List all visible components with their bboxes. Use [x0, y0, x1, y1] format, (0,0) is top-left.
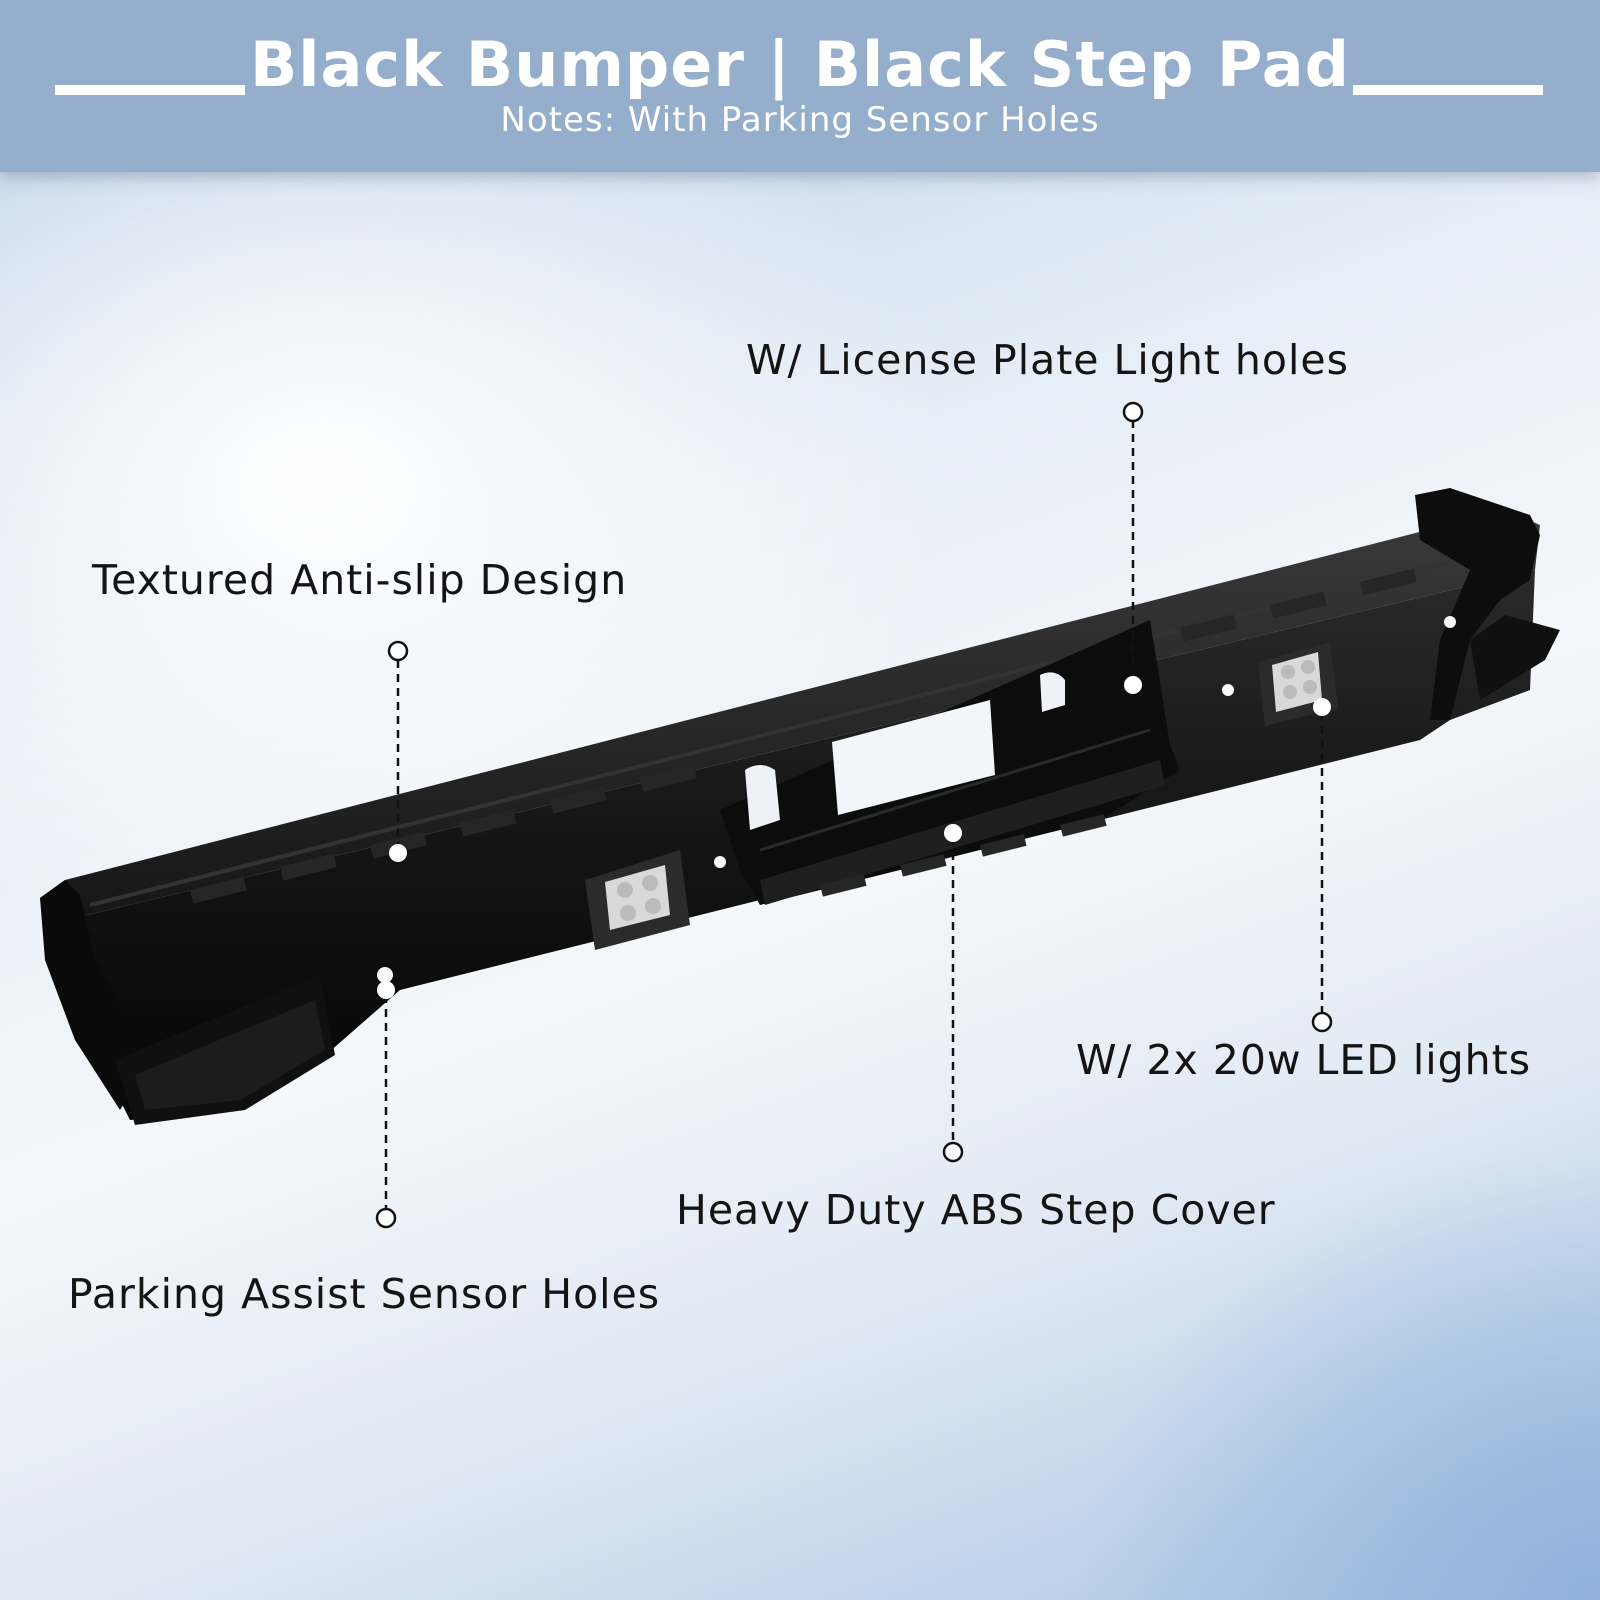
hitch-cutout-right: [1040, 672, 1065, 712]
sensor-hole-far-right: [1444, 616, 1456, 628]
callout-step-cover: Heavy Duty ABS Step Cover: [676, 1186, 1276, 1234]
sensor-hole-right: [1222, 684, 1234, 696]
page-subtitle: Notes: With Parking Sensor Holes: [500, 100, 1100, 140]
header-band: Black Bumper | Black Step Pad Notes: Wit…: [0, 0, 1600, 172]
license-plate-opening: [832, 700, 995, 815]
leader-lines: [384, 420, 1324, 1208]
sensor-hole-center: [714, 856, 726, 868]
rear-bumper: [40, 488, 1560, 1125]
callout-license-plate: W/ License Plate Light holes: [746, 336, 1349, 384]
leader-start-dots: [377, 676, 1331, 999]
leader-end-circles: [375, 401, 1333, 1229]
sensor-hole-left: [377, 967, 393, 983]
page-title: Black Bumper | Black Step Pad: [250, 28, 1350, 101]
callout-led-lights: W/ 2x 20w LED lights: [1076, 1036, 1532, 1084]
led-light-left: [585, 850, 690, 950]
hitch-cutout-left: [745, 765, 780, 830]
anti-slip-ribs: [189, 568, 1417, 904]
callout-sensor-holes: Parking Assist Sensor Holes: [68, 1270, 661, 1318]
header-rule-right: [1353, 85, 1543, 95]
header-rule-left: [55, 85, 245, 95]
callout-anti-slip: Textured Anti-slip Design: [92, 556, 628, 604]
